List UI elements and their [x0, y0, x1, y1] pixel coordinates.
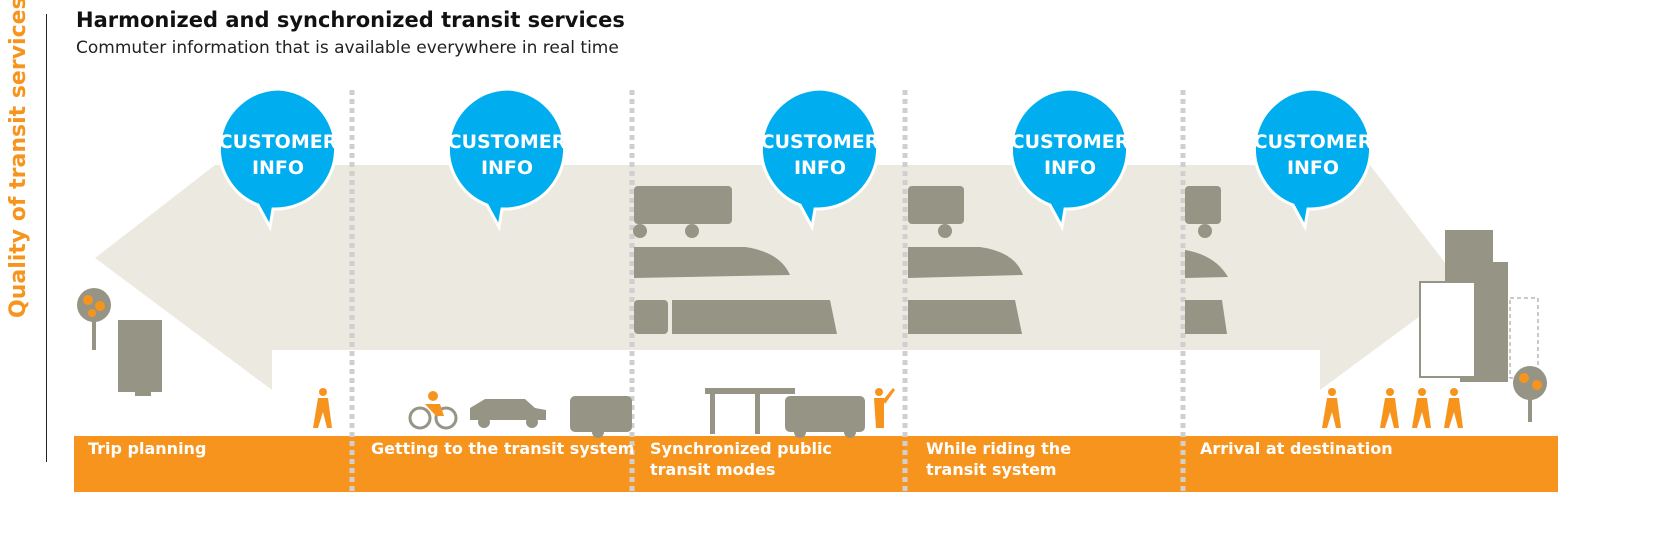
bus-icon: [1185, 186, 1221, 224]
stage-label: Arrival at destination: [1200, 439, 1393, 458]
bubble-line: CUSTOMER: [760, 131, 880, 153]
bus-icon: [785, 396, 865, 432]
waving-person-icon: [874, 388, 895, 428]
speech-bubble: [447, 87, 566, 232]
subtitle: Commuter information that is available e…: [76, 38, 619, 58]
speech-bubble: [1010, 87, 1129, 232]
bubble-text: CUSTOMER INFO: [1253, 129, 1373, 181]
bubble-line: CUSTOMER: [218, 131, 338, 153]
speech-bubble: [218, 87, 337, 232]
tram-icon: [634, 300, 668, 334]
bus-icon: [634, 186, 732, 224]
stage-trip-planning: Trip planning: [88, 438, 206, 459]
tram-icon: [1185, 300, 1227, 334]
pedestrians-icon: [1322, 388, 1463, 428]
bicycle-icon: [408, 391, 458, 430]
title: Harmonized and synchronized transit serv…: [76, 8, 625, 32]
high-speed-train-icon: [634, 247, 790, 278]
tram-icon: [908, 300, 1022, 334]
stage-label: Trip planning: [88, 439, 207, 458]
stage-label: Synchronized public: [650, 439, 832, 458]
bubble-line: INFO: [793, 157, 847, 179]
high-speed-train-icon: [908, 247, 1023, 278]
bubble-line: CUSTOMER: [1010, 131, 1130, 153]
speech-bubble: [1253, 87, 1372, 232]
bus-icon: [570, 396, 632, 432]
stage-while-riding: While riding the transit system: [926, 438, 1071, 480]
stage-arrival: Arrival at destination: [1200, 438, 1393, 459]
tree-icon: [77, 288, 111, 322]
bubble-text: CUSTOMER INFO: [760, 129, 880, 181]
stage-label: transit system: [926, 460, 1057, 479]
bubble-text: CUSTOMER INFO: [1010, 129, 1130, 181]
bubble-line: INFO: [251, 157, 305, 179]
stage-label: While riding the: [926, 439, 1072, 458]
bubble-text: CUSTOMER INFO: [218, 129, 338, 181]
stage-bar: [74, 436, 1558, 492]
stage-synchronized-modes: Synchronized public transit modes: [650, 438, 832, 480]
axis-line: [46, 14, 47, 462]
bubble-line: INFO: [1286, 157, 1340, 179]
bubble-line: INFO: [480, 157, 534, 179]
bubble-line: CUSTOMER: [1253, 131, 1373, 153]
bubble-line: INFO: [1043, 157, 1097, 179]
bubble-line: CUSTOMER: [447, 131, 567, 153]
dividers: [349, 90, 1186, 492]
bus-shelter-icon: [705, 388, 795, 394]
high-speed-train-icon: [1185, 250, 1228, 278]
bus-icon: [908, 186, 964, 224]
building-base: [135, 390, 151, 396]
car-icon: [470, 399, 546, 420]
stage-getting-to-transit: Getting to the transit system: [371, 438, 634, 459]
speech-bubble: [760, 87, 879, 232]
journey-arrow: [95, 165, 1462, 390]
stage-label: Getting to the transit system: [371, 439, 635, 458]
tree-icon: [1513, 366, 1547, 400]
building-icon: [118, 320, 162, 392]
stage-label: transit modes: [650, 460, 776, 479]
bubble-text: CUSTOMER INFO: [447, 129, 567, 181]
info-bubbles: [218, 87, 1372, 232]
pedestrian-icon: [313, 388, 332, 428]
